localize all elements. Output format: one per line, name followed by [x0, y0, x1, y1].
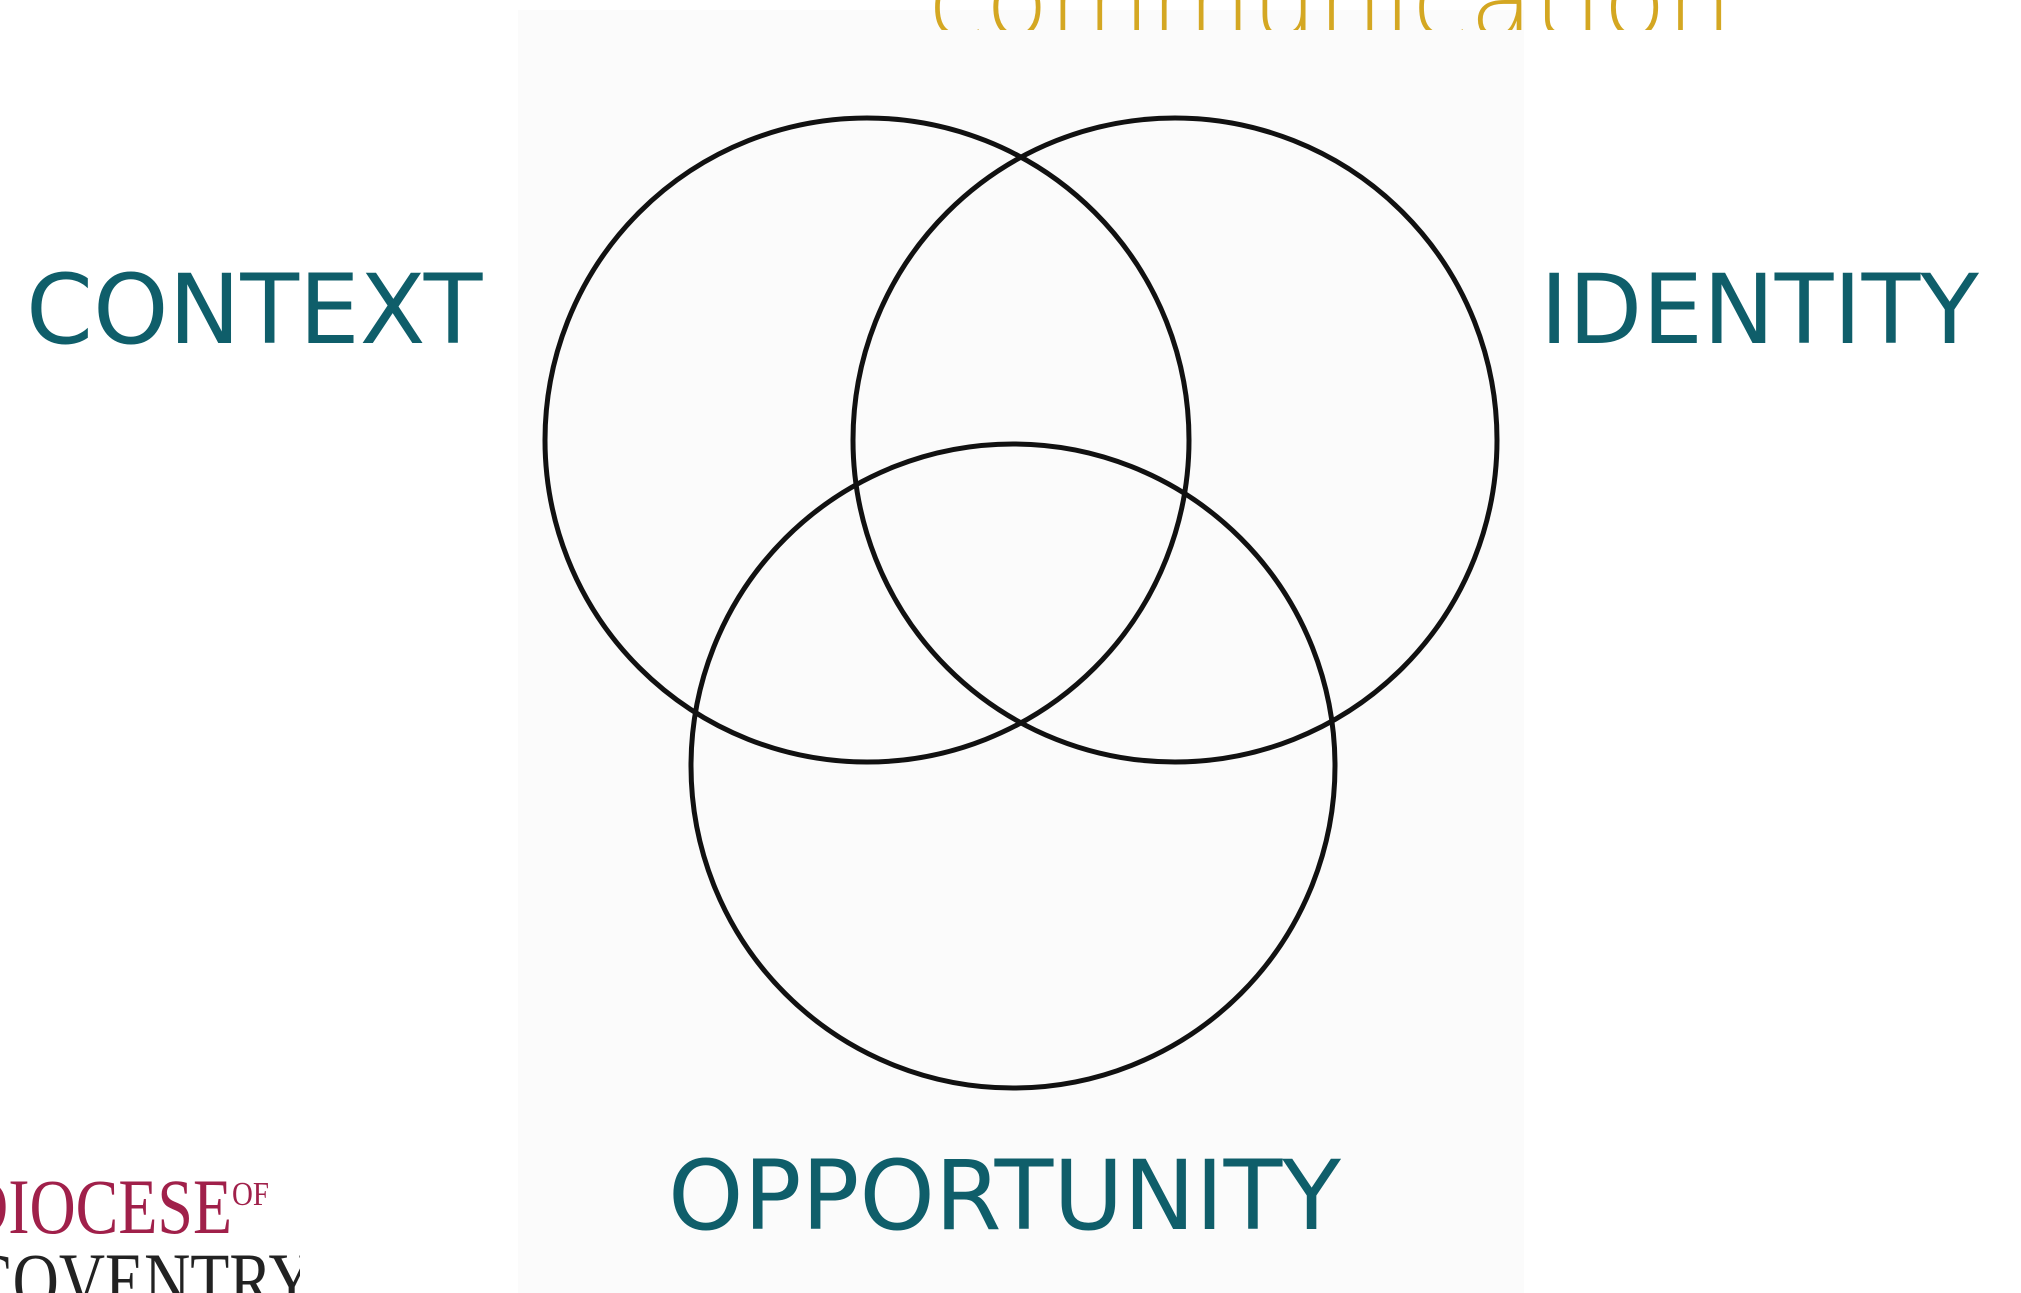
diocese-logo: DIOCESE OF COVENTRY — [0, 1168, 300, 1293]
diagram-background-panel — [518, 10, 1524, 1293]
logo-word-of: OF — [232, 1176, 269, 1213]
slide-heading-container: communication — [900, 0, 1900, 30]
logo-line-coventry: COVENTRY — [0, 1237, 300, 1293]
venn-label-context: CONTEXT — [26, 254, 483, 366]
venn-circle-identity — [850, 115, 1500, 765]
venn-label-identity: IDENTITY — [1540, 254, 1979, 366]
venn-circle-context — [542, 115, 1192, 765]
venn-label-opportunity: OPPORTUNITY — [668, 1140, 1341, 1252]
venn-circle-opportunity — [688, 441, 1338, 1091]
logo-line-diocese: DIOCESE — [0, 1168, 233, 1250]
slide-heading: communication — [928, 0, 1732, 30]
